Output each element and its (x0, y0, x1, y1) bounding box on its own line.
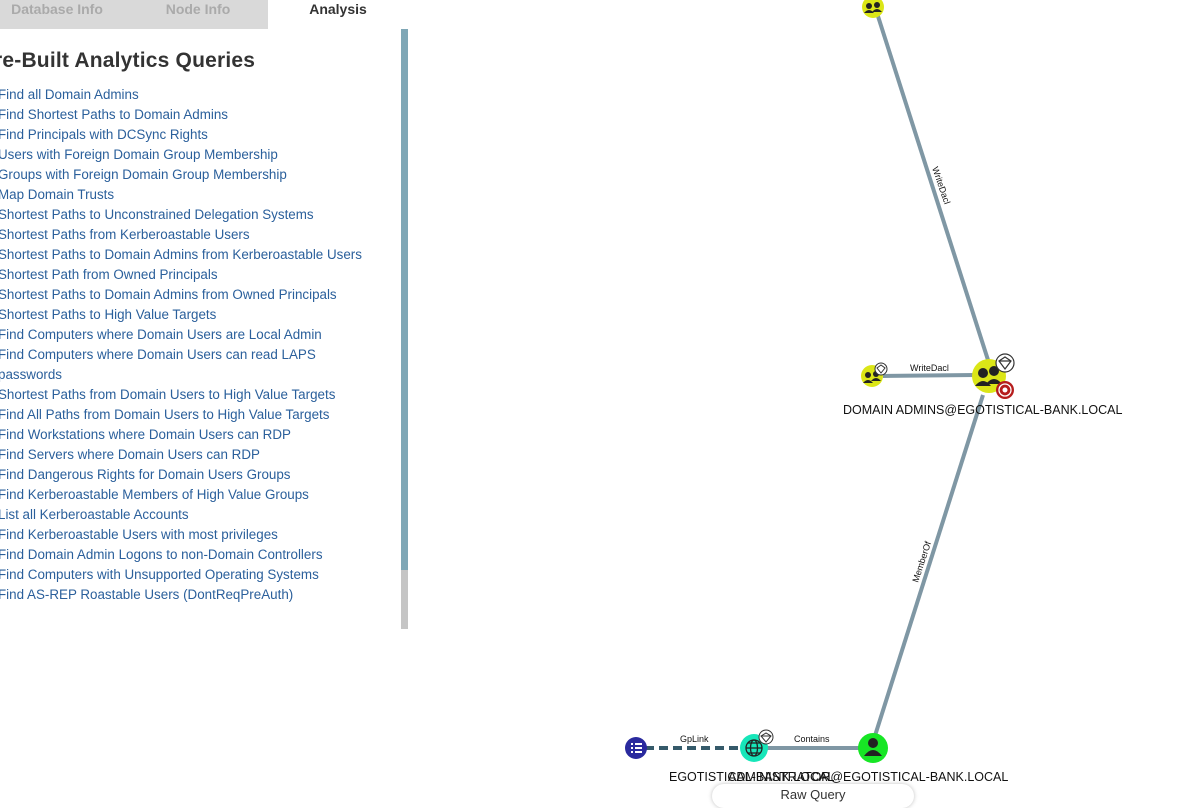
panel-scrollbar-lower[interactable] (401, 570, 408, 629)
query-item[interactable]: Find Computers with Unsupported Operatin… (0, 567, 319, 582)
edge-label-writedacl-left: WriteDacl (910, 363, 949, 373)
edge-label-contains: Contains (794, 734, 830, 744)
query-item[interactable]: Users with Foreign Domain Group Membersh… (0, 147, 278, 162)
gpo-node[interactable] (625, 737, 647, 759)
query-item[interactable]: Find All Paths from Domain Users to High… (0, 407, 330, 422)
target-icon (996, 381, 1014, 399)
gem-icon (876, 364, 886, 374)
query-item[interactable]: Find Shortest Paths to Domain Admins (0, 107, 228, 122)
tab-database-info[interactable]: Database Info (0, 0, 128, 29)
administrator-node[interactable] (858, 733, 888, 763)
panel-scrollbar-thumb[interactable] (401, 29, 408, 570)
query-item[interactable]: Find AS-REP Roastable Users (DontReqPreA… (0, 587, 294, 602)
query-item[interactable]: Shortest Paths from Kerberoastable Users (0, 227, 250, 242)
raw-query-button[interactable]: Raw Query (712, 784, 914, 808)
query-item[interactable]: Find Workstations where Domain Users can… (0, 427, 291, 442)
analysis-panel: re-Built Analytics Queries Find all Doma… (0, 29, 408, 629)
query-item[interactable]: Find Kerberoastable Members of High Valu… (0, 487, 309, 502)
tab-node-info-label: Node Info (165, 1, 231, 17)
list-icon (631, 743, 642, 753)
side-panel: Database Info Node Info Analysis re-Buil… (0, 0, 408, 629)
query-item[interactable]: Shortest Path from Owned Principals (0, 267, 218, 282)
domain-node[interactable] (740, 729, 774, 762)
query-list: Find all Domain Admins Find Shortest Pat… (0, 85, 395, 605)
query-item[interactable]: Shortest Paths to High Value Targets (0, 307, 217, 322)
tab-analysis[interactable]: Analysis (268, 0, 408, 29)
raw-query-label: Raw Query (780, 787, 846, 802)
tab-node-info[interactable]: Node Info (128, 0, 268, 29)
query-item[interactable]: Find Dangerous Rights for Domain Users G… (0, 467, 291, 482)
globe-icon (745, 739, 763, 757)
query-item[interactable]: Shortest Paths to Domain Admins from Ker… (0, 247, 362, 262)
query-item[interactable]: Groups with Foreign Domain Group Members… (0, 167, 287, 182)
domain-label: EGOTISTICAL-BANK.LOCAL (669, 770, 834, 784)
edge-writedacl-left[interactable] (882, 373, 976, 378)
tab-analysis-label: Analysis (309, 1, 367, 17)
domain-admins-label: DOMAIN ADMINS@EGOTISTICAL-BANK.LOCAL (843, 403, 1122, 417)
group-node-left[interactable] (861, 362, 888, 387)
query-item[interactable]: Shortest Paths to Domain Admins from Own… (0, 287, 337, 302)
query-item[interactable]: Shortest Paths to Unconstrained Delegati… (0, 207, 314, 222)
query-item[interactable]: Find Domain Admin Logons to non-Domain C… (0, 547, 323, 562)
edge-label-gplink: GpLink (680, 734, 709, 744)
query-item[interactable]: Find Kerberoastable Users with most priv… (0, 527, 278, 542)
query-item[interactable]: Find Principals with DCSync Rights (0, 127, 208, 142)
gem-icon (758, 729, 774, 745)
edge-writedacl-top[interactable] (874, 9, 990, 361)
query-item[interactable]: List all Kerberoastable Accounts (0, 507, 189, 522)
query-item[interactable]: Find all Domain Admins (0, 87, 139, 102)
panel-tabs: Database Info Node Info Analysis (0, 0, 408, 29)
administrator-label: ADMINISTRATOR@EGOTISTICAL-BANK.LOCAL (728, 770, 1008, 784)
gem-icon (995, 353, 1015, 373)
query-item[interactable]: Map Domain Trusts (0, 187, 115, 202)
edge-memberof[interactable] (871, 394, 985, 743)
query-item[interactable]: Find Computers where Domain Users can re… (0, 347, 316, 382)
group-node-top[interactable] (862, 0, 884, 18)
tab-database-info-label: Database Info (11, 1, 103, 17)
prebuilt-queries-heading: re-Built Analytics Queries (0, 49, 256, 72)
domain-admins-node[interactable] (972, 353, 1015, 399)
query-item[interactable]: Find Computers where Domain Users are Lo… (0, 327, 322, 342)
query-item[interactable]: Shortest Paths from Domain Users to High… (0, 387, 336, 402)
query-item[interactable]: Find Servers where Domain Users can RDP (0, 447, 260, 462)
